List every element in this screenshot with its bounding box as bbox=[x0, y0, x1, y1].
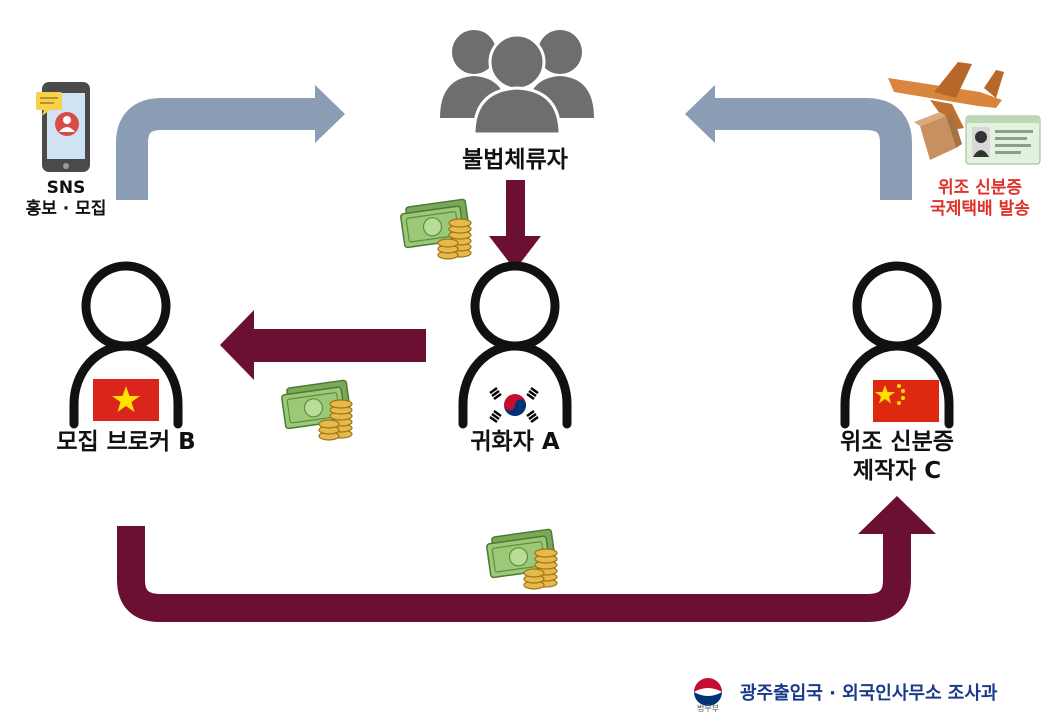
sns-label-line1: SNS bbox=[46, 178, 86, 198]
vietnam-flag bbox=[93, 379, 159, 421]
money-icon-b-to-c bbox=[484, 528, 558, 590]
shipping-label-line1: 위조 신분증 bbox=[937, 178, 1023, 198]
ministry-label: 법무부 bbox=[696, 704, 720, 713]
forger-c-label-line2: 제작자 C bbox=[852, 457, 942, 484]
arrow-a-to-b bbox=[220, 310, 426, 380]
shipping-label-line2: 국제택배 발송 bbox=[930, 199, 1030, 220]
footer-org-name: 광주출입국 · 외국인사무소 조사과 bbox=[740, 683, 998, 704]
arrow-shipping-to-stayers bbox=[685, 85, 912, 200]
smartphone-icon bbox=[36, 82, 90, 172]
arrow-b-to-c bbox=[117, 496, 936, 622]
korea-flag bbox=[483, 384, 547, 426]
money-icon-a-to-b bbox=[279, 379, 353, 441]
people-group-icon bbox=[440, 30, 594, 136]
sns-label: SNS 홍보 · 모집 bbox=[10, 178, 122, 221]
broker-b-label: 모집 브로커 B bbox=[56, 429, 196, 455]
arrow-sns-to-stayers bbox=[116, 85, 345, 200]
sns-label-line2: 홍보 · 모집 bbox=[25, 199, 107, 220]
forger-c-label-line1: 위조 신분증 bbox=[840, 429, 954, 455]
ministry-emblem-icon bbox=[694, 678, 722, 706]
shipping-label: 위조 신분증 국제택배 발송 bbox=[905, 178, 1055, 221]
money-icon-stayers-to-a bbox=[398, 198, 472, 260]
illegal-stayers-label: 불법체류자 bbox=[462, 147, 568, 173]
naturalized-a-label: 귀화자 A bbox=[470, 429, 560, 455]
airplane-parcel-id-icon bbox=[888, 62, 1041, 165]
forger-c-label: 위조 신분증 제작자 C bbox=[797, 428, 997, 486]
arrow-stayers-to-a bbox=[489, 180, 541, 270]
china-flag bbox=[873, 380, 939, 422]
